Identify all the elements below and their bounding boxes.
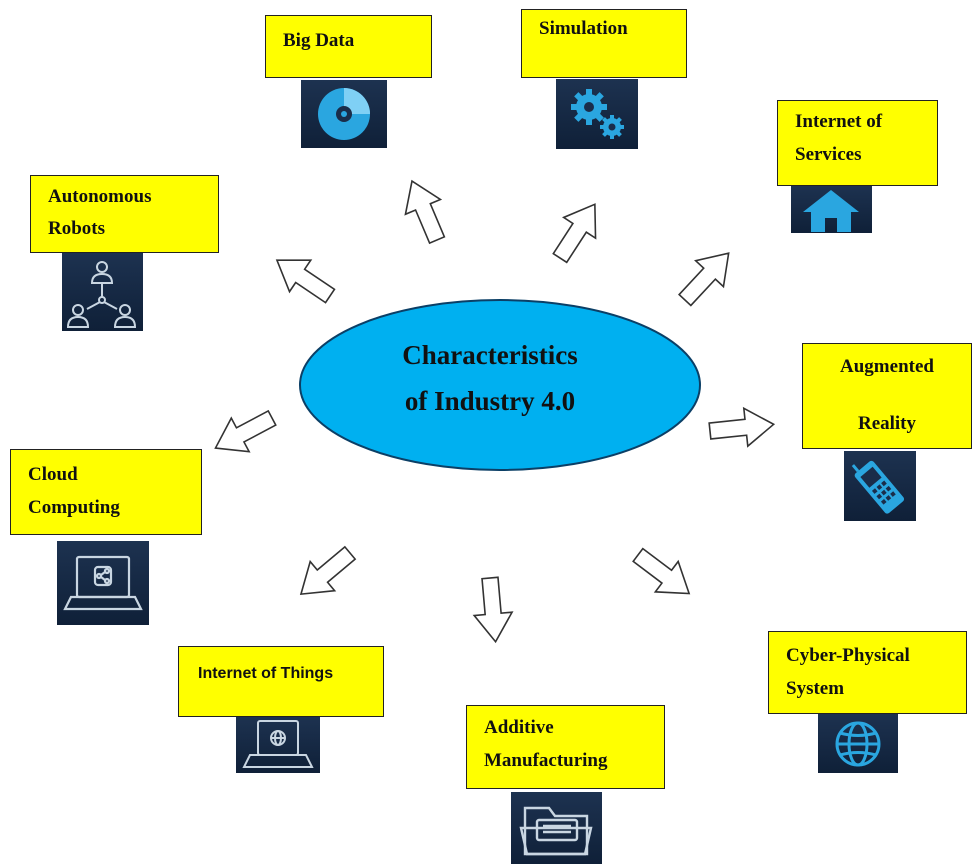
node-additive-manufacturing-line1: Additive [484,717,554,738]
node-autonomous-robots-line1: Autonomous [48,186,152,207]
node-additive-manufacturing-line2: Manufacturing [484,750,608,771]
node-big-data-label: Big Data [283,30,355,51]
node-autonomous-robots: Autonomous Robots [30,175,219,253]
node-cyber-physical-system-line2: System [786,678,845,699]
arrow-to-additive-manufacturing [470,575,516,645]
node-cloud-computing: Cloud Computing [10,449,202,535]
node-big-data: Big Data [265,15,432,78]
node-cyber-physical-system: Cyber-Physical System [768,631,967,714]
node-augmented-reality-line2: Reality [857,413,917,434]
node-additive-manufacturing: Additive Manufacturing [466,705,665,789]
node-simulation-label: Simulation [539,18,628,39]
network-people-icon [62,253,143,331]
gears-icon [556,79,638,149]
center-title-line1: Characteristics [402,340,578,370]
globe-icon [818,714,898,773]
node-internet-of-services: Internet of Services [777,100,938,186]
folder-icon [511,792,602,864]
arrow-to-simulation [543,193,612,270]
arrow-to-autonomous-robots [265,243,342,313]
house-icon [791,186,872,233]
disc-icon [301,80,387,148]
node-internet-of-services-line1: Internet of [795,111,883,132]
arrow-to-internet-of-things [287,537,364,610]
laptop-share-icon [57,541,149,625]
node-cloud-computing-line1: Cloud [28,464,78,485]
node-augmented-reality-line1: Augmented [840,356,934,377]
center-ellipse [299,299,701,471]
laptop-globe-icon [236,717,320,773]
arrow-to-internet-of-services [670,239,744,314]
arrow-to-cyber-physical-system [625,539,702,610]
node-cyber-physical-system-line1: Cyber-Physical [786,645,910,666]
node-cloud-computing-line2: Computing [28,497,120,518]
node-simulation: Simulation [521,9,687,78]
node-internet-of-services-line2: Services [795,144,862,165]
mobile-phone-icon [844,451,916,521]
center-title: Characteristics of Industry 4.0 [340,332,640,424]
node-augmented-reality: Augmented Reality [802,343,972,449]
arrow-to-big-data [393,172,456,249]
node-internet-of-things: Internet of Things [178,646,384,717]
arrow-to-augmented-reality [707,404,777,451]
node-autonomous-robots-line2: Robots [48,218,106,239]
center-title-line2: of Industry 4.0 [404,386,576,416]
node-internet-of-things-label: Internet of Things [198,665,334,682]
arrow-to-cloud-computing [205,400,282,466]
